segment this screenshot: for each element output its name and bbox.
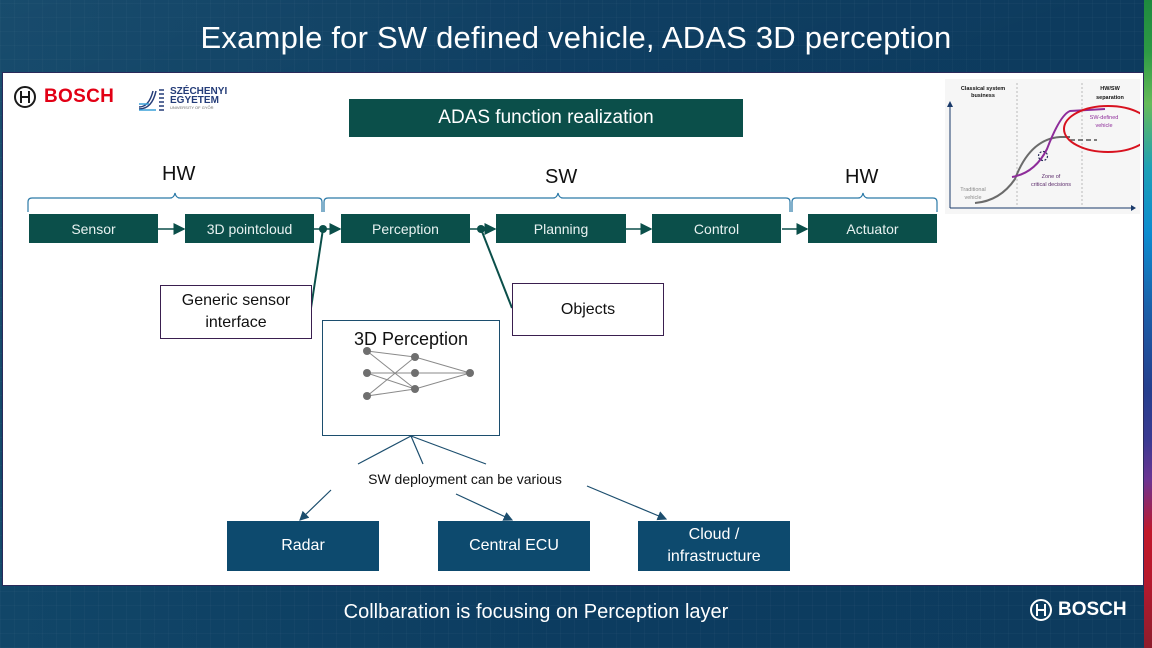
slide-footer: Collbaration is focusing on Perception l… [343,601,729,623]
deploy-arrow-cloud [586,485,668,521]
callout-objects: Objects [512,283,664,336]
neural-network-icon [363,347,474,400]
step-perception: Perception [341,214,470,243]
step-3d-pointcloud: 3D pointcloud [185,214,314,243]
callout-sensor-interface-line1: Generic sensor [181,292,291,309]
deploy-line-2 [410,435,424,465]
deploy-target-central-ecu: Central ECU [438,521,590,571]
deploy-arrow-radar [299,489,332,521]
leader-sensor-interface [310,228,324,309]
deploy-line-3 [410,435,487,465]
sw-defined-curve [1011,108,1106,178]
bosch-logo: BOSCH [14,86,114,108]
inset-sw-label-1: SW-defined [1090,115,1119,121]
inset-trad-label-1: Traditional [960,187,985,193]
deploy-target-radar-label: Radar [281,537,325,554]
brace-sw [323,192,791,212]
step-planning: Planning [496,214,626,243]
callout-sensor-interface: Generic sensor interface [160,285,312,339]
inset-left-header-2: business [971,93,995,99]
inset-right-header-2: separation [1096,95,1124,101]
szechenyi-mark-icon [138,89,164,111]
deploy-target-radar: Radar [227,521,379,571]
sdv-curve-chart: Classical system business HW/SW separati… [947,83,1152,211]
deploy-arrow-ecu [455,493,514,521]
deployment-label: SW deployment can be various [368,471,562,487]
step-sensor: Sensor [29,214,158,243]
bosch-logo-text: BOSCH [44,86,115,107]
szechenyi-line3: UNIVERSITY OF GYŐR [170,105,214,110]
brand-color-strip [1144,0,1152,648]
deploy-target-cloud-line1: Cloud / [688,526,740,543]
callout-sensor-interface-line2: interface [205,314,267,331]
inset-left-header-1: Classical system [961,86,1005,92]
group-label-hw-left: HW [162,163,196,185]
footer-bosch-text: BOSCH [1058,599,1127,620]
bosch-armature-icon [1030,599,1052,621]
traditional-curve [974,136,1070,204]
szechenyi-line2: EGYETEM [170,95,219,106]
leader-objects [480,228,513,309]
inset-trad-label-2: vehicle [964,195,981,201]
sdv-inset-chart: Classical system business HW/SW separati… [945,79,1152,214]
cycle-icon [1037,150,1049,162]
perception-box-title: 3D Perception [353,329,469,349]
szechenyi-line1: SZÉCHENYI [170,86,228,97]
inset-right-header-1: HW/SW [1100,86,1120,92]
adas-function-band: ADAS function realization [349,99,743,137]
perception-box: 3D Perception [322,320,500,436]
slide-title: Example for SW defined vehicle, ADAS 3D … [200,20,952,55]
szechenyi-logo: SZÉCHENYI EGYETEM UNIVERSITY OF GYŐR [137,87,227,111]
inset-sw-label-2: vehicle [1095,123,1112,129]
deploy-target-cloud: Cloud / infrastructure [638,521,790,571]
footer-bosch-logo: BOSCH [1030,599,1127,621]
group-label-hw-right: HW [845,166,879,188]
deploy-target-cloud-line2: infrastructure [667,548,761,565]
inset-zone-label-2: critical decisions [1031,182,1071,188]
deploy-line-1 [357,435,412,465]
step-control: Control [652,214,781,243]
group-label-sw: SW [545,166,578,188]
bosch-armature-icon [14,86,36,108]
highlight-ellipse [1063,105,1152,153]
deploy-target-central-ecu-label: Central ECU [469,537,559,554]
brace-hw-left [27,192,323,212]
step-actuator: Actuator [808,214,937,243]
inset-zone-label-1: Zone of [1042,174,1061,180]
brace-hw-right [791,192,938,212]
